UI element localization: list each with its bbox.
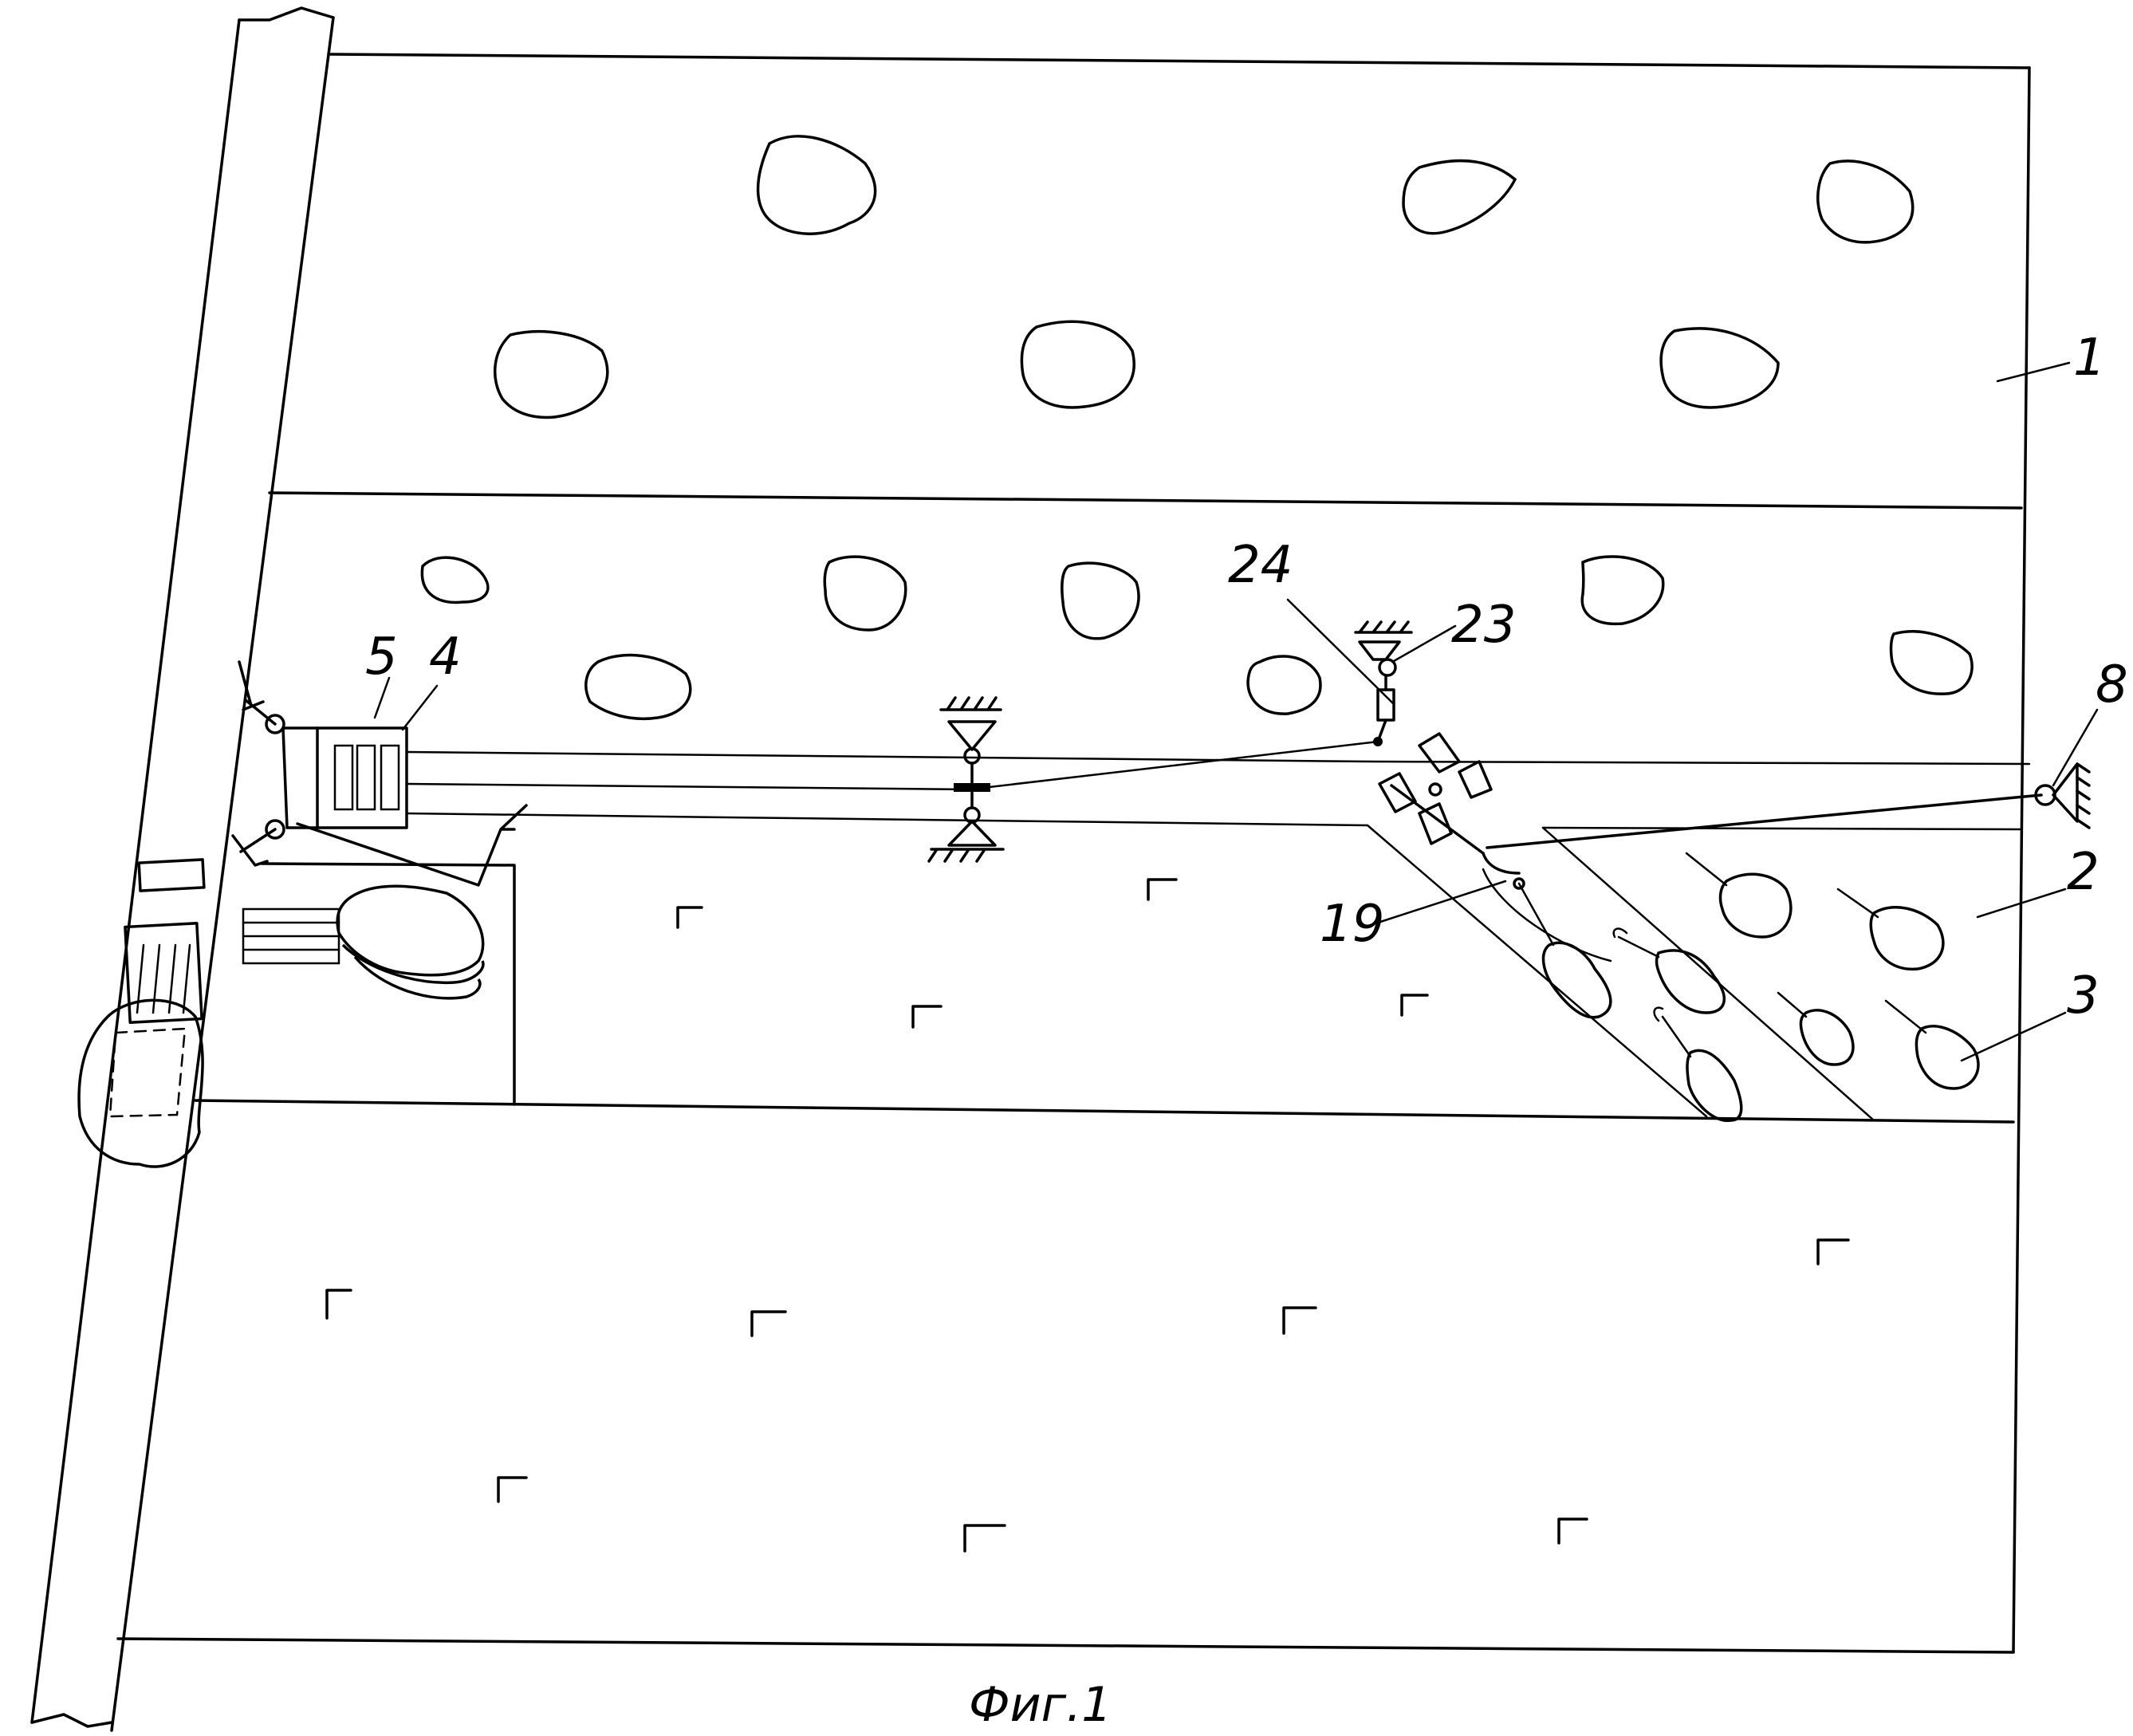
support-23 xyxy=(1356,622,1411,746)
field-outline xyxy=(118,54,2029,1652)
label-19: 19 xyxy=(1320,895,1384,954)
stump-marks xyxy=(327,880,1848,1551)
landing-area xyxy=(243,864,514,1104)
road xyxy=(32,8,333,1730)
truck xyxy=(79,860,204,1167)
winch-installation xyxy=(233,662,526,885)
tree-crowns-middle xyxy=(422,557,1972,718)
intermediate-support xyxy=(929,698,1003,861)
label-5: 5 xyxy=(365,628,398,687)
leader-lines xyxy=(375,363,2097,1061)
carriage xyxy=(1379,734,1519,873)
label-1: 1 xyxy=(2073,329,2106,388)
label-3: 3 xyxy=(2067,966,2100,1025)
reference-labels: 1 2 3 4 5 8 19 23 24 xyxy=(365,329,2128,1025)
cable-lines xyxy=(407,742,2029,1120)
anchor-8 xyxy=(2036,764,2089,828)
label-8: 8 xyxy=(2096,655,2128,714)
tree-crowns-top xyxy=(495,136,1913,418)
label-24: 24 xyxy=(1228,536,1293,595)
main-cable xyxy=(1487,795,2041,848)
label-23: 23 xyxy=(1451,596,1516,655)
figure-caption: Фиг.1 xyxy=(969,1677,1112,1733)
felled-trees xyxy=(1483,853,1978,1120)
label-2: 2 xyxy=(2067,843,2100,902)
label-4: 4 xyxy=(429,628,462,687)
